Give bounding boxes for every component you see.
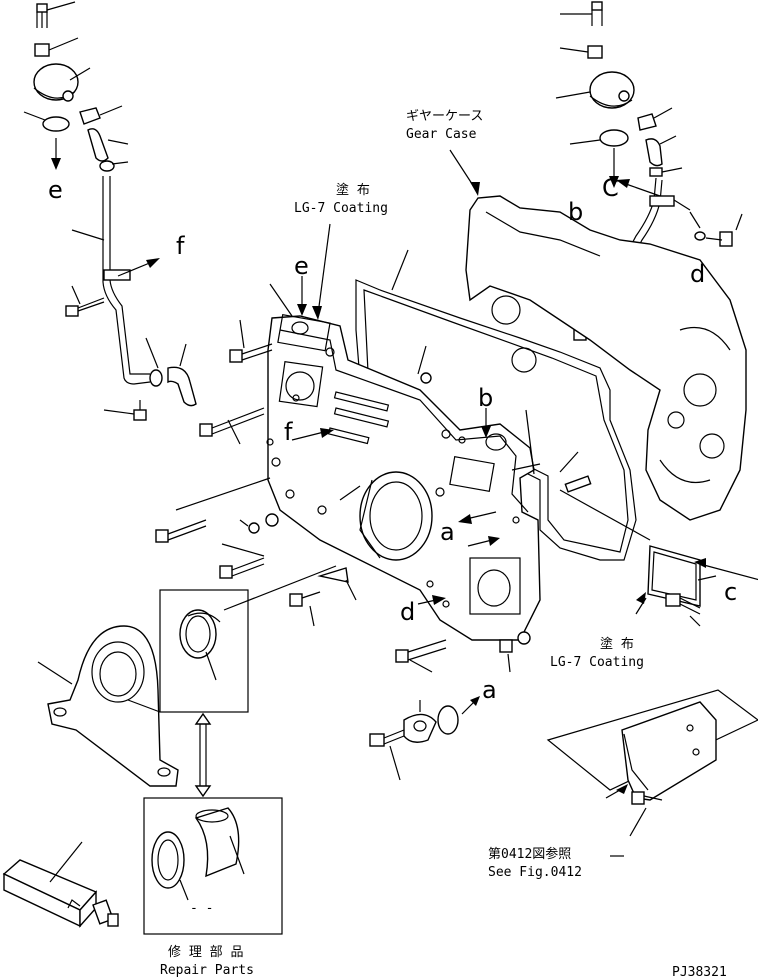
gear-case bbox=[449, 149, 747, 521]
dowel-pin bbox=[564, 475, 592, 493]
installer-tool bbox=[2, 841, 119, 928]
front-cover bbox=[266, 223, 651, 641]
coating-top-en-label: LG-7 Coating bbox=[294, 201, 388, 216]
see-fig-en-label: See Fig.0412 bbox=[488, 865, 582, 880]
callout-e-center: e bbox=[294, 252, 309, 280]
cover-bolts bbox=[155, 319, 357, 627]
coating-bottom-jp-label: 塗 布 bbox=[600, 636, 634, 652]
callout-a-lower: a bbox=[482, 676, 497, 704]
callout-f-left: f bbox=[176, 232, 185, 260]
callout-a-center: a bbox=[440, 518, 455, 546]
mount-bracket bbox=[546, 689, 758, 857]
flange-assembly bbox=[369, 536, 500, 781]
callout-d-center: d bbox=[400, 598, 415, 626]
coating-bottom-en-label: LG-7 Coating bbox=[550, 655, 644, 670]
see-fig-jp-label: 第0412図参照 bbox=[488, 846, 571, 862]
gear-case-en-label: Gear Case bbox=[406, 127, 477, 142]
left-breather-assembly bbox=[23, 1, 197, 421]
callout-e-left: e bbox=[48, 176, 63, 204]
repair-en-label: Repair Parts bbox=[160, 963, 254, 978]
callout-b-right: b bbox=[568, 198, 583, 226]
bearing-box bbox=[127, 565, 337, 713]
callout-b-center: b bbox=[478, 384, 493, 412]
gear-case-jp-label: ギヤーケース bbox=[406, 109, 483, 124]
callout-d-right: d bbox=[690, 260, 705, 288]
cover-plate bbox=[635, 545, 758, 615]
double-arrow bbox=[194, 712, 212, 798]
callout-c-lower: c bbox=[724, 578, 737, 606]
coating-top-jp-label: 塗 布 bbox=[336, 182, 370, 198]
callout-f-center: f bbox=[284, 418, 293, 446]
bearing-housing bbox=[37, 625, 179, 787]
drawing-number: PJ38321 bbox=[672, 965, 727, 980]
repair-parts-box bbox=[143, 797, 283, 935]
callout-c-right: C bbox=[602, 174, 619, 202]
bolt-right bbox=[665, 593, 701, 627]
lower-bolts bbox=[395, 631, 531, 673]
repair-dash-label: - - bbox=[190, 901, 213, 916]
repair-jp-label: 修 理 部 品 bbox=[168, 945, 243, 960]
